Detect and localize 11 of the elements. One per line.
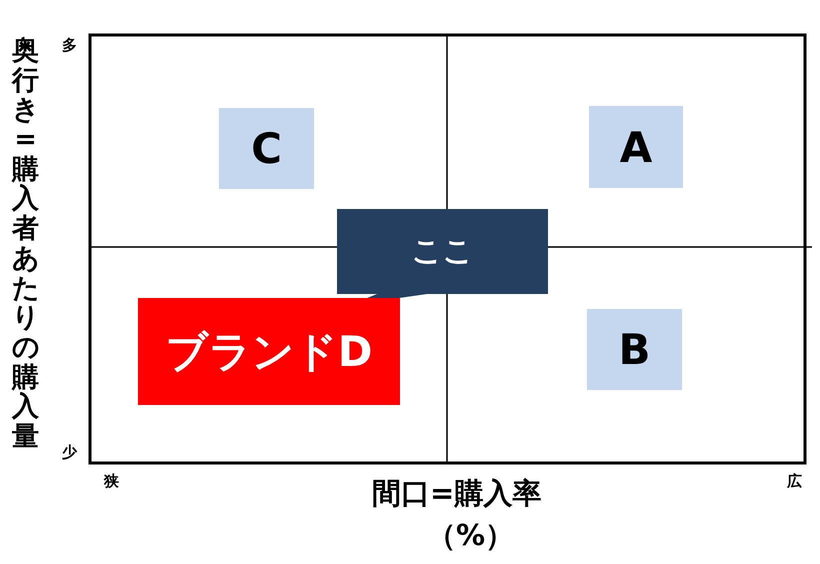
quadrant-label: B: [587, 309, 682, 390]
axis-title: 奥行き=購入者あたりの購入量: [12, 36, 39, 452]
axis-tick-label: 広: [787, 472, 802, 491]
quadrant-label: C: [219, 108, 314, 189]
axis-tick-label: 少: [62, 443, 77, 462]
axis-title: 間口=購入率: [372, 475, 542, 512]
axis-tick-label: 多: [62, 36, 77, 55]
quadrant-label: A: [589, 106, 683, 188]
axis-unit: （%）: [427, 517, 514, 554]
axis-tick-label: 狭: [104, 472, 119, 491]
brand-box: ブランドD: [138, 298, 400, 405]
